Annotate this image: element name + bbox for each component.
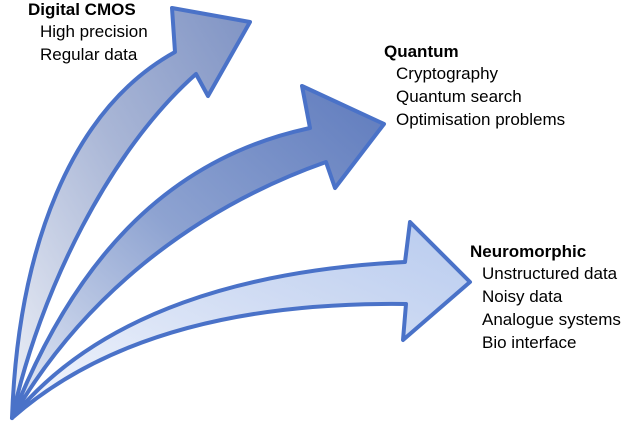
list-item: Noisy data [482, 287, 563, 306]
list-item: Unstructured data [482, 264, 618, 283]
quantum-arrow [10, 84, 386, 420]
quantum-title: Quantum [384, 42, 459, 61]
neuromorphic-list: Unstructured data Noisy data Analogue sy… [470, 262, 621, 354]
digital-cmos-title: Digital CMOS [28, 0, 136, 19]
neuromorphic-title: Neuromorphic [470, 242, 587, 261]
list-item: Cryptography [396, 64, 499, 83]
neuromorphic-arrow [10, 220, 472, 420]
list-item: Quantum search [396, 87, 522, 106]
list-item: Bio interface [482, 333, 577, 352]
list-item: Regular data [40, 45, 138, 64]
neuromorphic-group: Neuromorphic Unstructured data Noisy dat… [470, 242, 621, 354]
digital-cmos-list: High precision Regular data [28, 20, 148, 66]
digital-cmos-arrow [10, 6, 252, 420]
list-item: Analogue systems [482, 310, 621, 329]
digital-cmos-group: Digital CMOS High precision Regular data [28, 0, 148, 66]
list-item: Optimisation problems [396, 110, 566, 129]
list-item: High precision [40, 22, 148, 41]
quantum-list: Cryptography Quantum search Optimisation… [384, 62, 565, 131]
quantum-group: Quantum Cryptography Quantum search Opti… [384, 42, 565, 131]
